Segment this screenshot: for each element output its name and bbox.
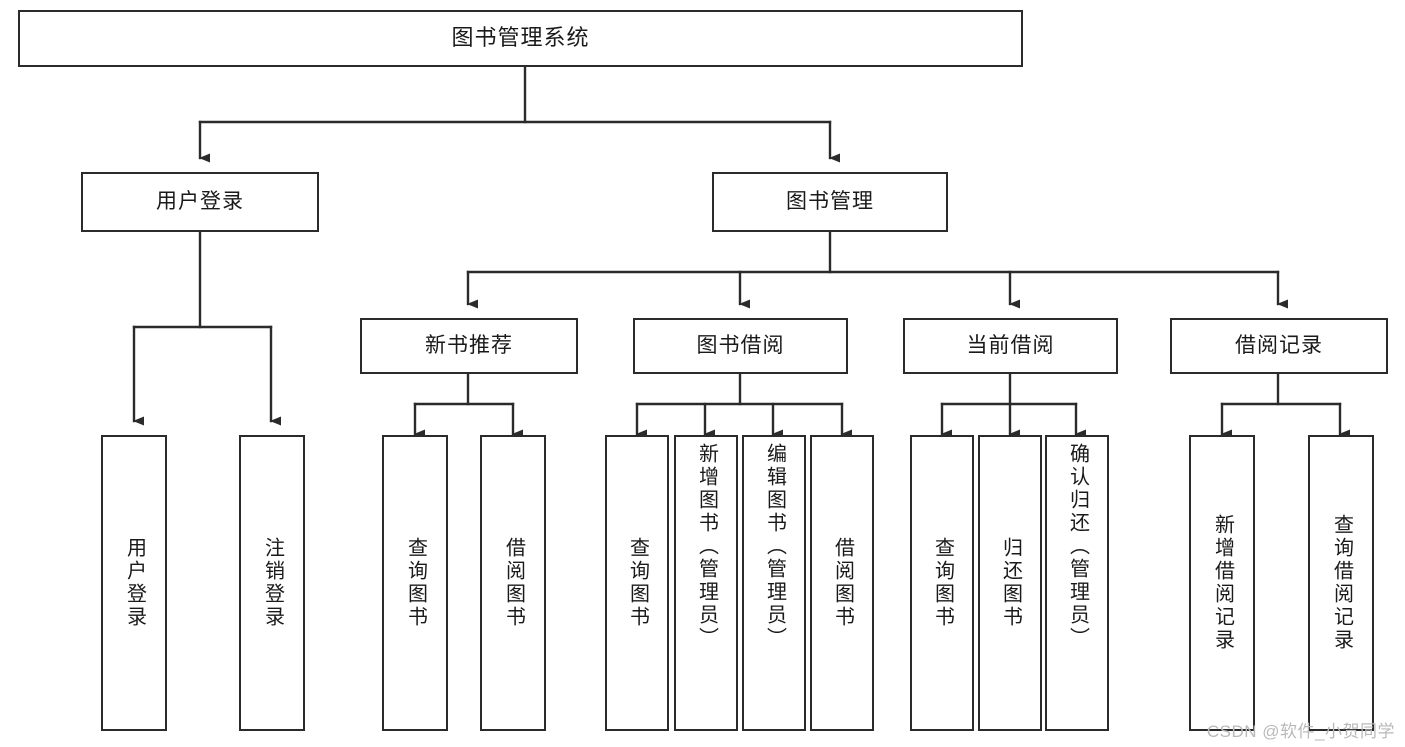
node-label: 查询图书 — [404, 537, 427, 629]
node-label: 新增图书（管理员） — [695, 443, 718, 650]
node-new-book-recommend[interactable]: 新书推荐 — [360, 318, 578, 374]
node-label: 确认归还（管理员） — [1066, 443, 1089, 650]
node-label: 新增借阅记录 — [1211, 514, 1234, 652]
leaf-logout[interactable]: 注销登录 — [239, 435, 305, 731]
node-book-manage[interactable]: 图书管理 — [712, 172, 948, 232]
node-label: 图书管理系统 — [451, 25, 590, 51]
node-label: 归还图书 — [999, 537, 1022, 629]
node-book-borrow[interactable]: 图书借阅 — [633, 318, 848, 374]
node-current-borrow[interactable]: 当前借阅 — [903, 318, 1118, 374]
leaf-add-book-admin[interactable]: 新增图书（管理员） — [674, 435, 738, 731]
node-label: 借阅图书 — [502, 537, 525, 629]
node-label: 借阅记录 — [1235, 334, 1323, 358]
node-label: 编辑图书（管理员） — [763, 443, 786, 650]
leaf-query-book-current[interactable]: 查询图书 — [910, 435, 974, 731]
node-label: 当前借阅 — [966, 334, 1055, 358]
node-label: 新书推荐 — [425, 334, 513, 358]
leaf-user-login[interactable]: 用户登录 — [101, 435, 167, 731]
node-label: 图书管理 — [786, 190, 874, 214]
node-label: 用户登录 — [156, 190, 244, 214]
node-label: 查询图书 — [931, 537, 954, 629]
leaf-add-borrow-record[interactable]: 新增借阅记录 — [1189, 435, 1255, 731]
leaf-query-book-recommend[interactable]: 查询图书 — [382, 435, 448, 731]
leaf-edit-book-admin[interactable]: 编辑图书（管理员） — [742, 435, 806, 731]
node-label: 查询借阅记录 — [1330, 514, 1353, 652]
watermark: CSDN @软件_小贺同学 — [1206, 722, 1395, 741]
leaf-borrow-book-borrow[interactable]: 借阅图书 — [810, 435, 874, 731]
leaf-query-book-borrow[interactable]: 查询图书 — [605, 435, 669, 731]
leaf-confirm-return-admin[interactable]: 确认归还（管理员） — [1045, 435, 1109, 731]
node-label: 注销登录 — [261, 537, 284, 629]
leaf-query-borrow-record[interactable]: 查询借阅记录 — [1308, 435, 1374, 731]
node-label: 图书借阅 — [696, 334, 785, 358]
node-root-system[interactable]: 图书管理系统 — [18, 10, 1023, 67]
node-label: 借阅图书 — [831, 537, 854, 629]
node-label: 查询图书 — [626, 537, 649, 629]
node-user-login[interactable]: 用户登录 — [81, 172, 319, 232]
node-borrow-record[interactable]: 借阅记录 — [1170, 318, 1388, 374]
leaf-borrow-book-recommend[interactable]: 借阅图书 — [480, 435, 546, 731]
leaf-return-book[interactable]: 归还图书 — [978, 435, 1042, 731]
node-label: 用户登录 — [123, 537, 146, 629]
